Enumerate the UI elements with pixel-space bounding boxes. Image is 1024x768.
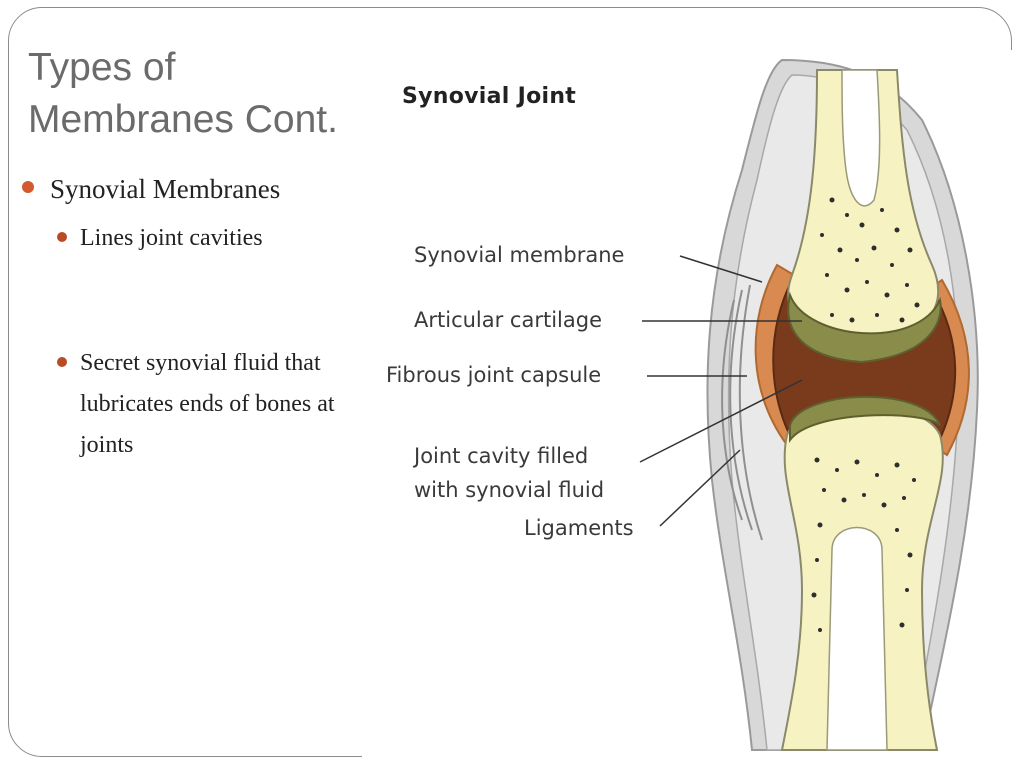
sub-bullet-lines-joint: Lines joint cavities <box>22 218 367 259</box>
bullet-dot-icon <box>57 357 67 367</box>
sub-bullet-text: Lines joint cavities <box>80 225 263 251</box>
label-fibrous-joint-capsule: Fibrous joint capsule <box>386 363 602 387</box>
title-line-2: Membranes Cont. <box>28 98 338 141</box>
slide-title: Types of Membranes Cont. <box>28 42 368 152</box>
label-synovial-membrane: Synovial membrane <box>414 243 625 267</box>
joint-illustration <box>639 58 979 751</box>
leader-lines <box>639 255 803 527</box>
diagram-heading: Synovial Joint <box>402 84 577 109</box>
sub-bullet-synovial-fluid: Secret synovial fluid that lubricates en… <box>22 343 367 466</box>
label-joint-cavity-line2: with synovial fluid <box>414 478 605 502</box>
upper-cartilage <box>787 291 942 364</box>
sub-bullet-text: Secret synovial fluid that lubricates en… <box>80 350 335 458</box>
label-ligaments: Ligaments <box>524 516 634 540</box>
ligament-strand <box>721 299 743 521</box>
lower-cartilage <box>789 395 941 444</box>
bullet-list: Synovial Membranes Lines joint cavities … <box>22 170 367 466</box>
title-line-1: Types of <box>28 46 176 89</box>
label-joint-cavity-line1: Joint cavity filled <box>414 444 589 468</box>
synovial-joint-diagram <box>362 50 1024 768</box>
label-articular-cartilage: Articular cartilage <box>414 308 603 332</box>
bullet-text: Synovial Membranes <box>50 174 281 204</box>
bullet-dot-icon <box>57 232 67 242</box>
spongy-bone-dots <box>811 197 920 632</box>
ligament-strand <box>738 284 763 541</box>
bullet-dot-icon <box>22 181 34 193</box>
ligament-strand <box>729 289 753 531</box>
bullet-synovial-membranes: Synovial Membranes <box>22 170 367 208</box>
upper-bone-canal <box>841 69 881 207</box>
lower-bone-canal <box>826 526 888 751</box>
